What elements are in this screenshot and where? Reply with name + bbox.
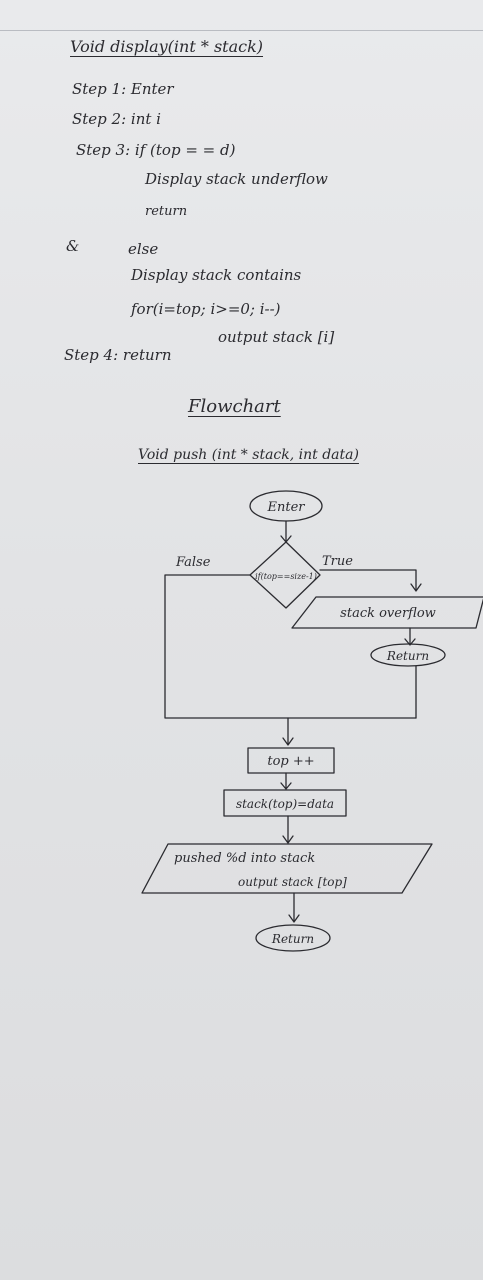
step-3: Step 3: if (top = = d) bbox=[76, 141, 236, 159]
else-marker: & bbox=[66, 237, 80, 255]
output-parallelogram bbox=[141, 843, 433, 894]
display-function-heading: Void display(int * stack) bbox=[70, 37, 264, 56]
false-branch-line bbox=[164, 574, 417, 719]
assign-label: stack(top)=data bbox=[236, 797, 334, 811]
flowchart-heading: Flowchart bbox=[188, 396, 281, 417]
page-rule bbox=[0, 30, 483, 31]
return-true-label: Return bbox=[386, 649, 429, 663]
decision-diamond bbox=[249, 541, 321, 609]
true-branch-line bbox=[319, 569, 417, 591]
increment-box bbox=[247, 747, 335, 774]
increment-label: top ++ bbox=[267, 754, 314, 769]
true-label: True bbox=[322, 554, 353, 569]
for-loop: for(i=top; i>=0; i--) bbox=[131, 300, 281, 318]
overflow-parallelogram bbox=[291, 596, 483, 629]
output-line-1: pushed %d into stack bbox=[174, 851, 315, 866]
start-node-label: Enter bbox=[267, 500, 306, 515]
step-2: Step 2: int i bbox=[72, 110, 161, 128]
return-statement-1: return bbox=[145, 204, 188, 219]
return-oval-true bbox=[370, 643, 446, 667]
step-4: Step 4: return bbox=[64, 346, 172, 364]
contains-message: Display stack contains bbox=[131, 266, 302, 284]
false-label: False bbox=[175, 555, 211, 570]
overflow-label: stack overflow bbox=[340, 606, 436, 621]
end-node-oval bbox=[255, 924, 331, 952]
output-stack-line: output stack [i] bbox=[218, 328, 335, 346]
decision-label: if(top==size-1) bbox=[255, 572, 317, 581]
step-1: Step 1: Enter bbox=[72, 80, 174, 98]
end-node-label: Return bbox=[271, 932, 314, 946]
output-line-2: output stack [top] bbox=[238, 875, 347, 889]
else-keyword: else bbox=[128, 240, 159, 258]
assign-box bbox=[223, 789, 347, 817]
push-function-signature: Void push (int * stack, int data) bbox=[138, 447, 359, 463]
underflow-message: Display stack underflow bbox=[145, 170, 328, 188]
